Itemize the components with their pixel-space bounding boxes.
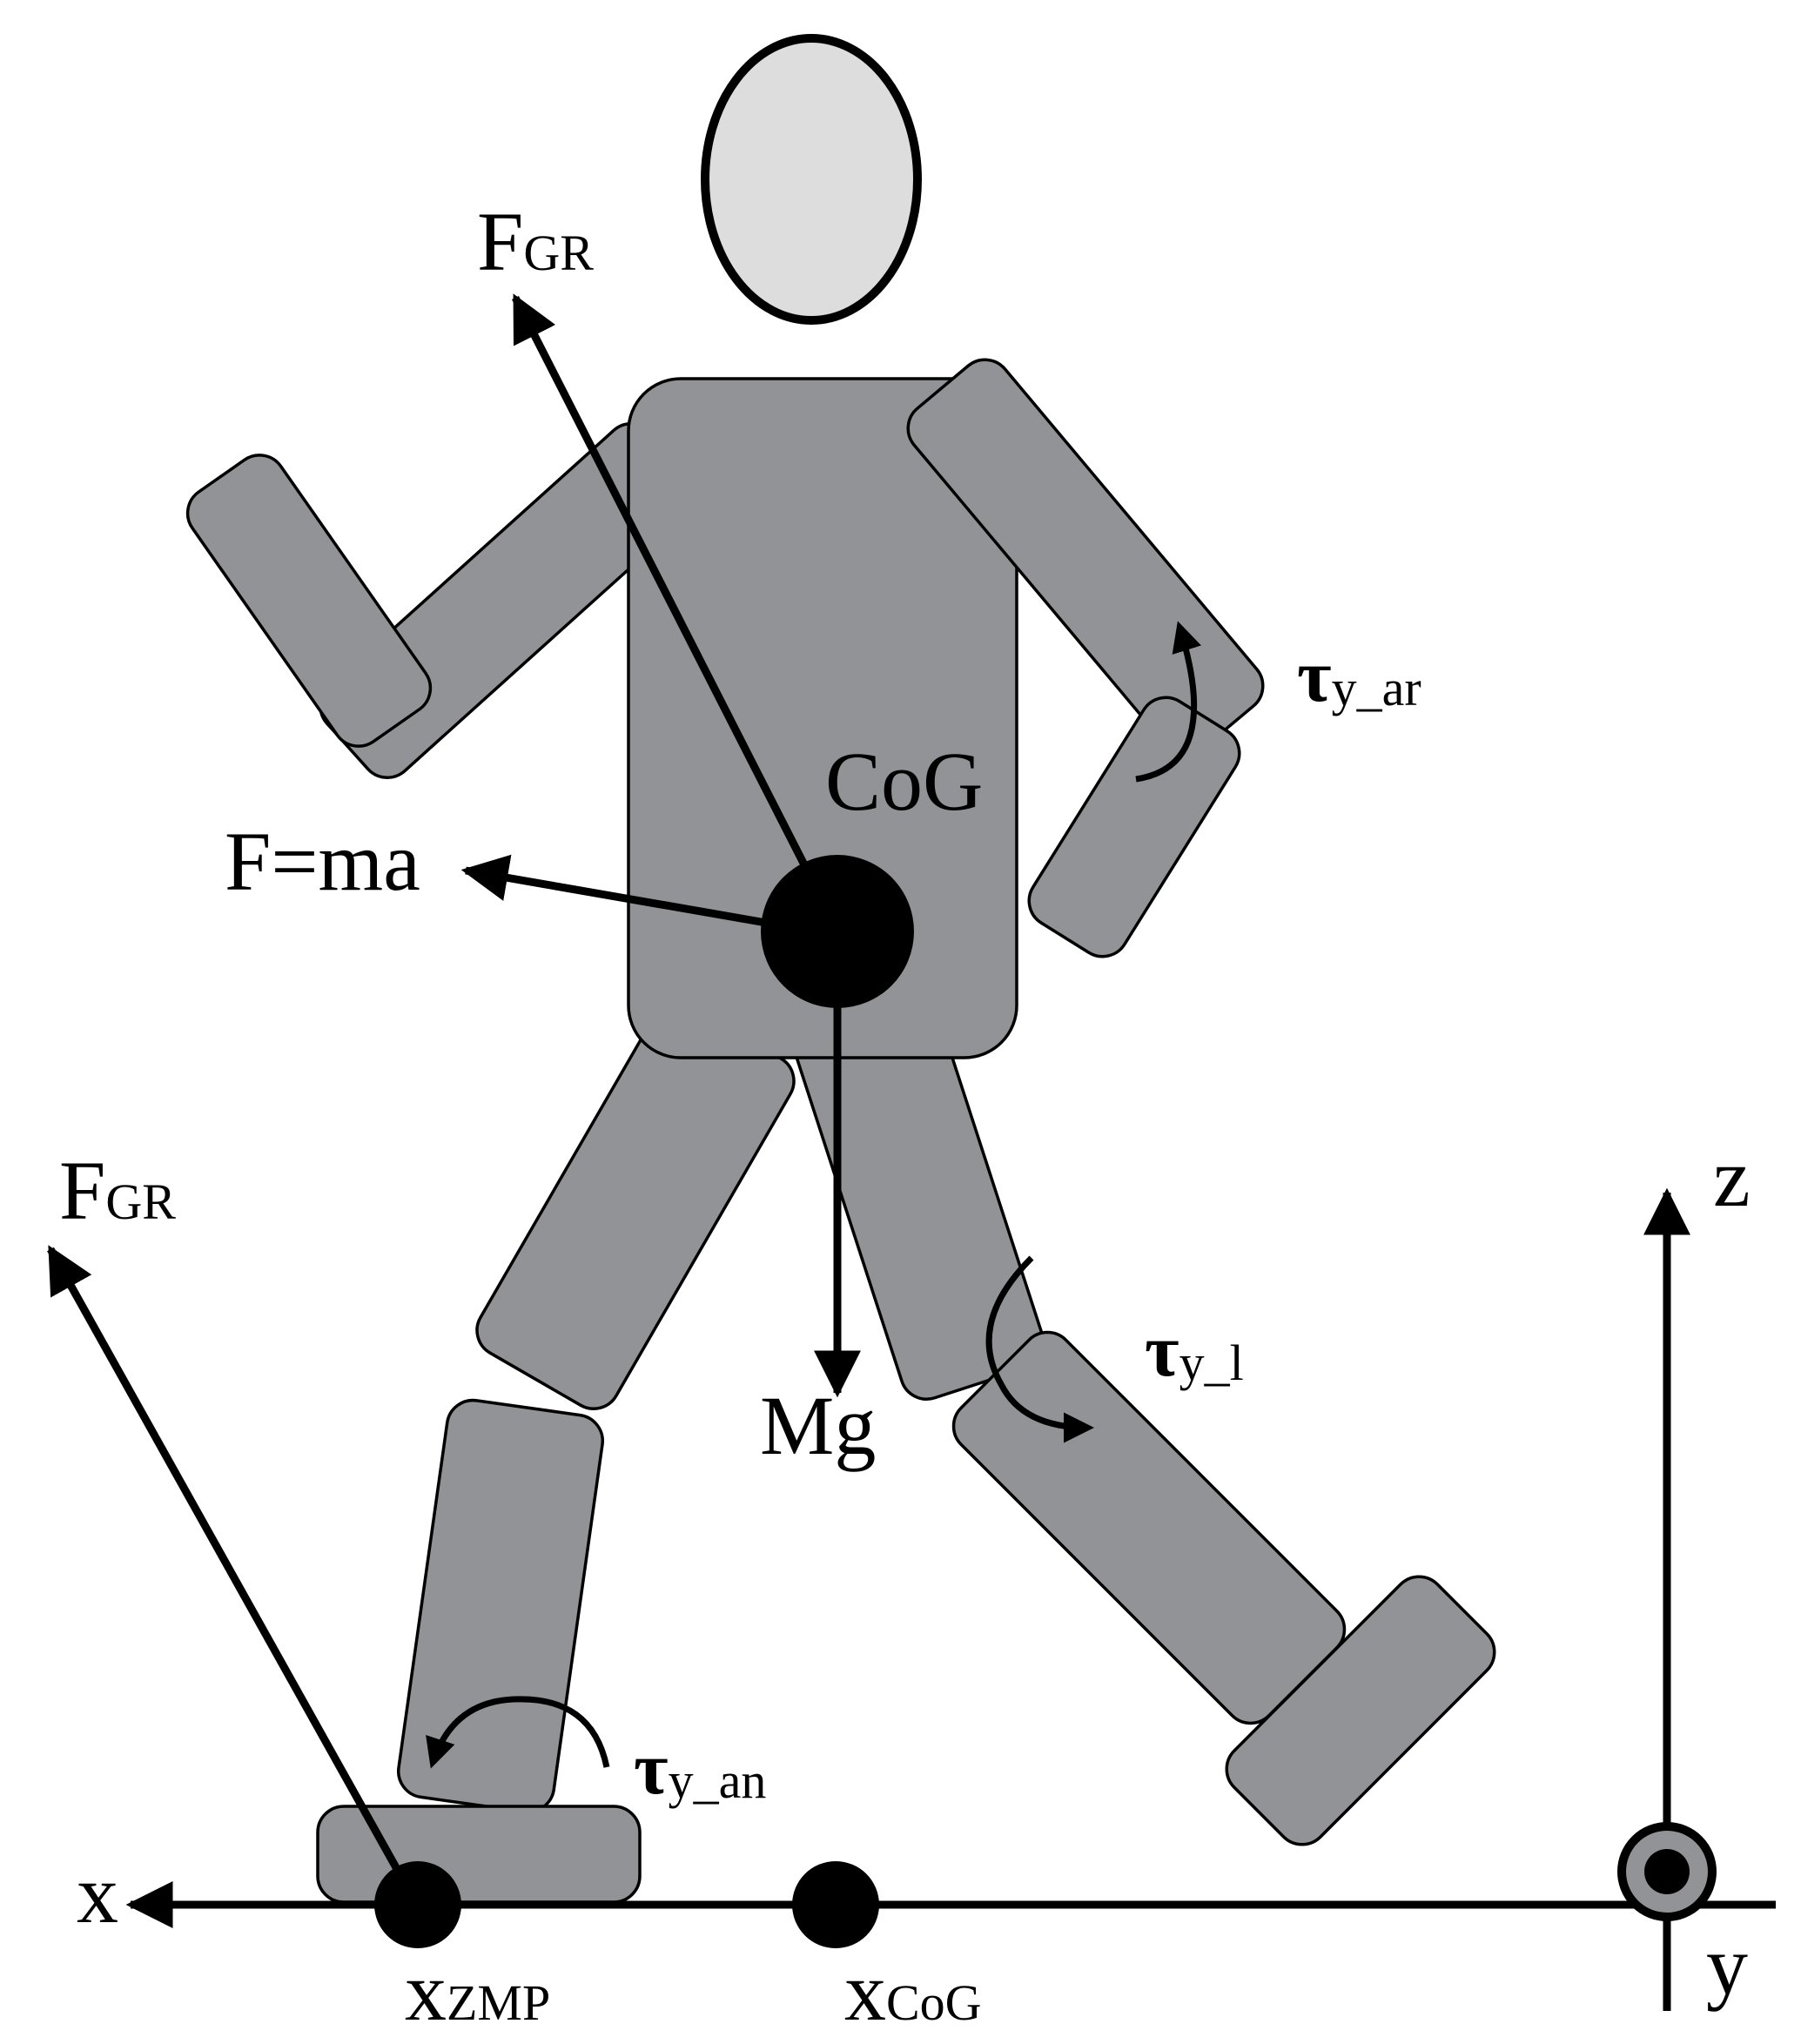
fgr-upper-arrow <box>511 293 843 934</box>
rear-forearm <box>185 454 433 748</box>
axis-z-label: z <box>1713 1131 1751 1224</box>
front-foot <box>1225 1575 1496 1846</box>
tau-knee-arc <box>985 1255 1094 1443</box>
rear-shank <box>396 1398 605 1814</box>
tau-ankle-arc <box>426 1696 610 1769</box>
f-ma-label: F=ma <box>225 815 420 908</box>
zmp-point <box>374 1861 461 1948</box>
tau-arm-label: τy_ar <box>1297 634 1421 717</box>
x-cog-label: xCoG <box>844 1945 982 2038</box>
cog-label: CoG <box>825 735 983 828</box>
front-upper-arm <box>906 358 1265 756</box>
fgr-upper-label: FGR <box>477 195 594 288</box>
tau-knee-label: τy_l <box>1145 1308 1244 1392</box>
cog-point <box>761 855 914 1008</box>
head <box>701 34 922 325</box>
out-of-page-dot-center <box>1644 1849 1690 1894</box>
cog-ground-point <box>792 1861 879 1948</box>
axis-x-label: x <box>77 1847 118 1940</box>
f-ma-arrow <box>460 854 767 927</box>
fgr-lower-arrow <box>47 1245 409 1887</box>
mg-label: Mg <box>760 1379 876 1472</box>
axis-y-label: y <box>1706 1919 1748 2012</box>
fgr-lower-label: FGR <box>59 1144 176 1237</box>
front-forearm <box>1027 696 1241 958</box>
tau-arm-arc <box>1135 621 1202 783</box>
torso <box>627 377 1018 1059</box>
tau-ankle-label: τy_an <box>634 1726 766 1810</box>
x-zmp-label: xZMP <box>405 1945 550 2038</box>
